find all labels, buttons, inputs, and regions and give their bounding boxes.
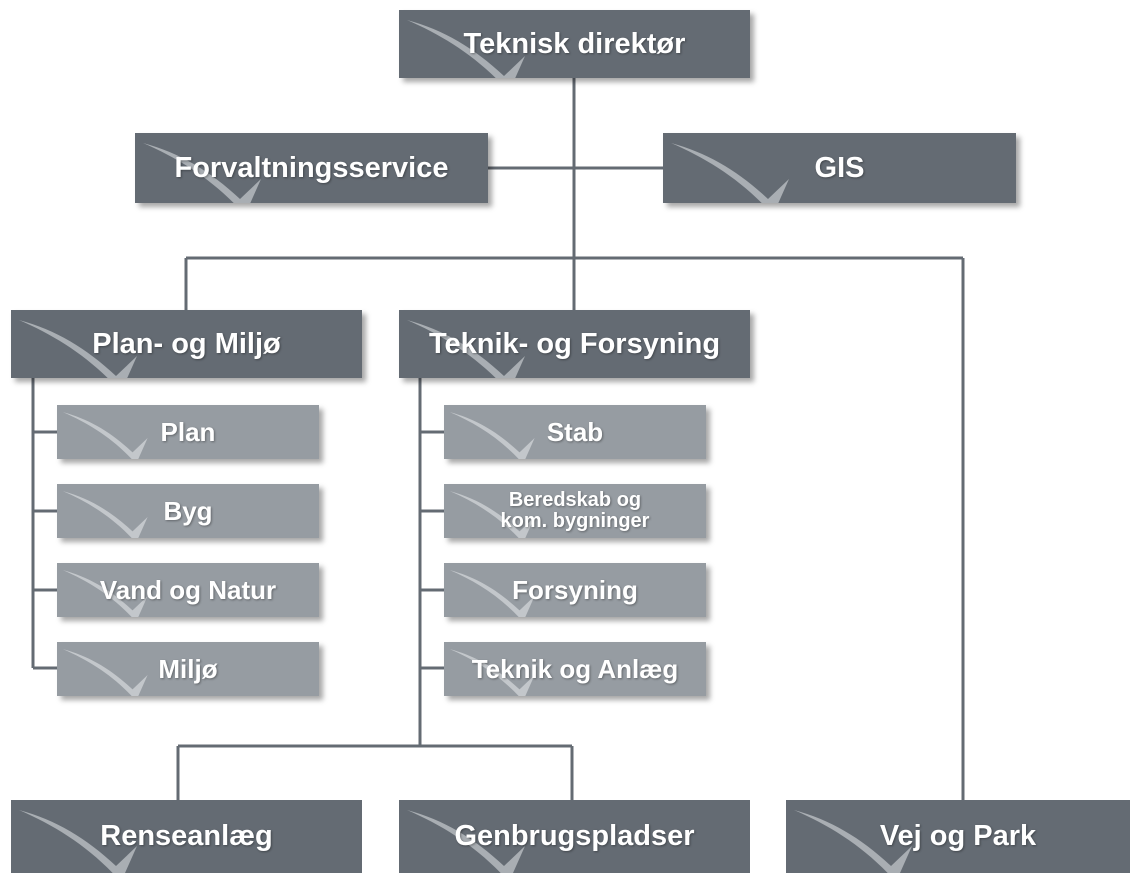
seagull-icon bbox=[449, 412, 535, 459]
box-label: Beredskab og kom. bygninger bbox=[500, 489, 650, 532]
box-label: Teknik- og Forsyning bbox=[428, 327, 721, 360]
box-forvaltningsservice: Forvaltningsservice bbox=[135, 133, 488, 203]
box-label: Vand og Natur bbox=[99, 574, 277, 605]
box-forsyning: Forsyning bbox=[444, 563, 706, 617]
seagull-icon bbox=[19, 320, 137, 378]
box-renseanlaeg: Renseanlæg bbox=[11, 800, 362, 873]
box-vej-og-park: Vej og Park bbox=[786, 800, 1130, 873]
box-label: Stab bbox=[546, 416, 604, 447]
box-gis: GIS bbox=[663, 133, 1016, 203]
box-stab: Stab bbox=[444, 405, 706, 459]
box-label: Miljø bbox=[158, 653, 218, 684]
box-beredskab: Beredskab og kom. bygninger bbox=[444, 484, 706, 538]
seagull-icon bbox=[62, 649, 148, 696]
seagull-icon bbox=[794, 810, 912, 873]
seagull-icon bbox=[62, 412, 148, 459]
seagull-icon bbox=[407, 20, 525, 78]
box-plan-og-miljo: Plan- og Miljø bbox=[11, 310, 362, 378]
box-label: GIS bbox=[814, 151, 865, 184]
seagull-icon bbox=[407, 810, 525, 873]
box-label: Forvaltningsservice bbox=[174, 151, 449, 184]
box-miljo: Miljø bbox=[57, 642, 319, 696]
box-label: Plan- og Miljø bbox=[92, 327, 281, 360]
seagull-icon bbox=[407, 320, 525, 378]
box-teknik-og-forsyning: Teknik- og Forsyning bbox=[399, 310, 750, 378]
box-label: Teknik og Anlæg bbox=[471, 653, 679, 684]
box-genbrugspladser: Genbrugspladser bbox=[399, 800, 750, 873]
seagull-icon bbox=[62, 491, 148, 538]
box-teknisk-direktor: Teknisk direktør bbox=[399, 10, 750, 78]
box-plan: Plan bbox=[57, 405, 319, 459]
box-label: Renseanlæg bbox=[100, 820, 273, 852]
box-label: Byg bbox=[163, 495, 213, 526]
box-label: Plan bbox=[160, 416, 216, 447]
seagull-icon bbox=[449, 570, 535, 617]
seagull-icon bbox=[671, 143, 789, 203]
box-label: Teknisk direktør bbox=[463, 27, 686, 60]
seagull-icon bbox=[143, 143, 261, 203]
box-byg: Byg bbox=[57, 484, 319, 538]
box-teknik-og-anlaeg: Teknik og Anlæg bbox=[444, 642, 706, 696]
box-label: Forsyning bbox=[512, 574, 638, 605]
seagull-icon bbox=[19, 810, 137, 873]
seagull-icon bbox=[449, 491, 535, 538]
box-label: Vej og Park bbox=[879, 820, 1037, 852]
box-label: Genbrugspladser bbox=[454, 820, 695, 852]
seagull-icon bbox=[62, 570, 148, 617]
box-vand-og-natur: Vand og Natur bbox=[57, 563, 319, 617]
seagull-icon bbox=[449, 649, 535, 696]
